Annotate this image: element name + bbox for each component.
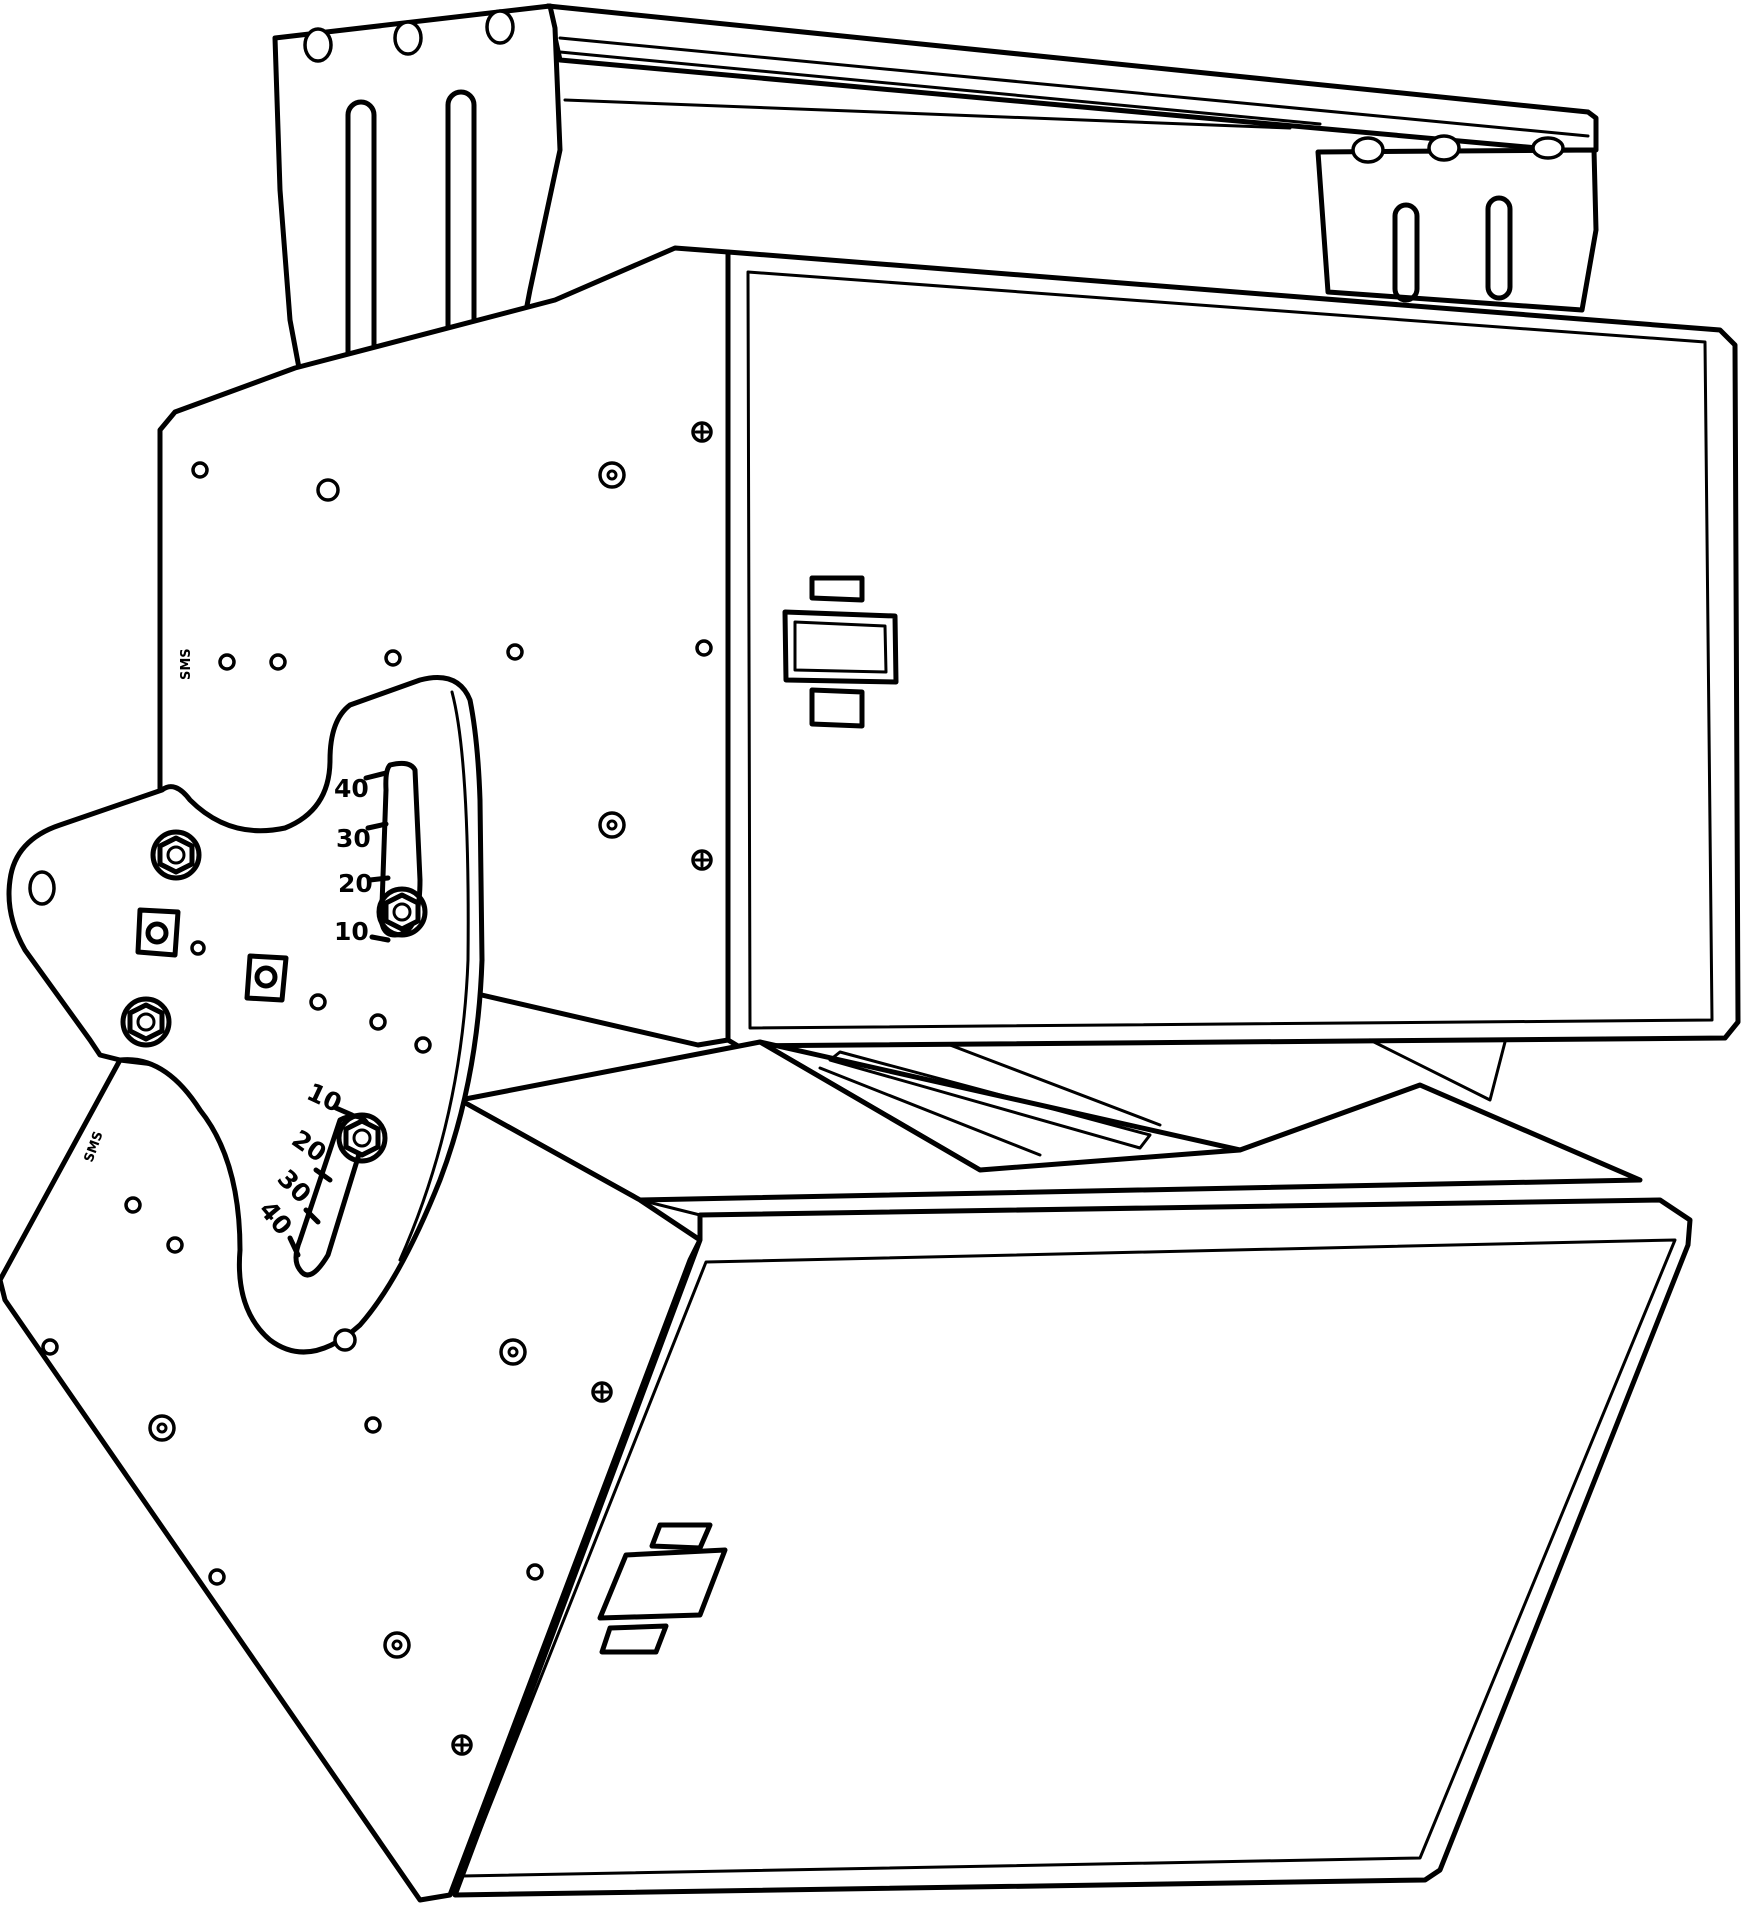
hex-nut — [150, 829, 202, 881]
upper-scale-label: 40 — [334, 774, 369, 803]
upper-scale-label: 30 — [336, 824, 371, 853]
hex-nut — [120, 996, 172, 1048]
angle-link-plate: 40 30 20 10 10 20 30 40 — [6, 675, 485, 1355]
upper-scale-label: 10 — [334, 917, 369, 946]
lower-cabinet-side-panel — [0, 1057, 703, 1903]
upper-cabinet-front — [725, 249, 1741, 1049]
link-plate-outline — [6, 675, 485, 1355]
side-marking-upper: SMS — [179, 648, 194, 680]
lower-cabinet-front — [452, 1197, 1693, 1898]
hex-nut — [336, 1112, 388, 1164]
lower-cabinet-top — [457, 1039, 1643, 1203]
upper-handle — [782, 575, 899, 729]
hex-nut — [376, 886, 428, 938]
lower-handle — [597, 1522, 728, 1655]
upper-scale-label: 20 — [338, 869, 373, 898]
lower-cabinet: SMS — [0, 1038, 1693, 1903]
yoke-right-bracket — [1315, 147, 1599, 313]
yoke-rail — [545, 3, 1599, 153]
upper-angle-scale: 40 30 20 10 — [334, 770, 391, 946]
